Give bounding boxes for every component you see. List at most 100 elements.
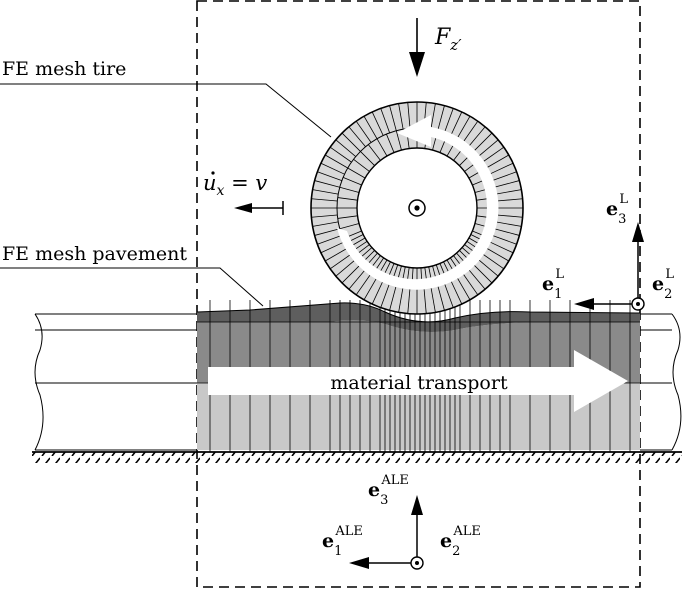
mesh-line <box>341 264 361 284</box>
mesh-line <box>456 277 471 300</box>
mesh-line <box>341 132 361 152</box>
mesh-line <box>489 162 514 175</box>
e3ALE-label: e3ALE <box>368 473 409 508</box>
mesh-line <box>482 253 505 270</box>
mesh-line <box>443 283 454 308</box>
mesh-line <box>355 273 372 296</box>
mesh-line <box>482 146 505 163</box>
mesh-line <box>495 221 522 227</box>
mesh-line <box>347 167 366 179</box>
mesh-line <box>311 198 338 202</box>
mesh-line <box>462 273 479 296</box>
mesh-line <box>371 111 384 136</box>
mesh-line <box>473 264 493 284</box>
material-transport-arrow: material transport <box>208 350 628 412</box>
mesh-line <box>443 108 454 133</box>
e3L-arrowhead <box>632 222 644 242</box>
mesh-line <box>380 108 391 133</box>
pavement-callout: FE mesh pavement <box>0 243 264 307</box>
tire-label: FE mesh tire <box>2 58 126 80</box>
mesh-line <box>386 133 395 153</box>
mesh-line <box>430 103 436 130</box>
mesh-line <box>348 126 366 147</box>
e1ALE-arrowhead <box>349 557 369 569</box>
mesh-line <box>376 138 388 157</box>
mesh-line <box>398 286 404 313</box>
ground <box>32 451 682 463</box>
mesh-line <box>495 189 522 195</box>
lagrangian-frame: e3L e1L e2L <box>542 192 674 311</box>
e1ALE-label: e1ALE <box>322 524 363 559</box>
pavement-label: FE mesh pavement <box>2 243 187 265</box>
mesh-line <box>398 103 404 130</box>
mesh-line <box>468 269 486 290</box>
mesh-line <box>325 247 348 262</box>
mesh-line <box>367 144 381 161</box>
mesh-line <box>320 241 345 254</box>
mesh-line <box>355 120 372 143</box>
vertical-load: Fz′ <box>409 18 462 77</box>
mesh-line <box>486 247 509 262</box>
pavement-top-contour <box>196 302 641 323</box>
mesh-line <box>337 215 358 219</box>
mesh-line <box>317 234 342 245</box>
mesh-line <box>407 287 411 314</box>
mesh-line <box>311 214 338 218</box>
mesh-line <box>339 186 360 193</box>
mesh-line <box>494 180 520 188</box>
velocity-dot <box>211 171 215 175</box>
e2ALE-label: e2ALE <box>440 524 481 559</box>
e2L-label: e2L <box>652 267 674 302</box>
load-label: Fz′ <box>434 25 462 54</box>
tire-callout: FE mesh tire <box>0 58 332 138</box>
mesh-line <box>325 154 348 169</box>
mesh-line <box>430 286 436 313</box>
mesh-line <box>314 180 340 188</box>
pavement-outline-right <box>640 313 672 451</box>
velocity-label: ux = v <box>203 171 267 199</box>
mesh-line <box>363 277 378 300</box>
mesh-line <box>317 171 342 182</box>
mesh-line <box>363 116 378 139</box>
mesh-line <box>478 139 499 157</box>
velocity-arrowhead <box>234 203 252 213</box>
mesh-line <box>335 139 356 157</box>
mesh-line <box>360 151 375 166</box>
mesh-line <box>380 283 391 308</box>
mesh-line <box>456 116 471 139</box>
mesh-line <box>489 241 514 254</box>
pavement-mesh-top-layer <box>197 302 640 332</box>
mesh-line <box>407 102 411 129</box>
mesh-line <box>320 162 345 175</box>
mesh-line <box>389 285 397 311</box>
mesh-line <box>395 130 402 151</box>
mesh-line <box>473 132 493 152</box>
mesh-line <box>494 228 520 236</box>
ground-hatch <box>32 452 682 463</box>
mesh-line <box>335 259 356 277</box>
mesh-line <box>389 105 397 131</box>
ale-frame: e3ALE e1ALE e2ALE <box>322 473 481 570</box>
e3ALE-arrowhead <box>411 495 423 515</box>
mesh-line <box>496 198 523 202</box>
load-arrowhead <box>409 52 425 77</box>
mesh-line <box>371 280 384 305</box>
mesh-line <box>339 223 360 230</box>
mesh-line <box>329 146 352 163</box>
e1L-label: e1L <box>542 267 564 302</box>
e1L-arrowhead <box>574 298 594 310</box>
material-transport-label: material transport <box>330 372 508 394</box>
mesh-line <box>337 197 358 201</box>
mesh-line <box>342 177 362 186</box>
mesh-line <box>450 111 463 136</box>
mesh-line <box>329 253 352 270</box>
mesh-line <box>496 214 523 218</box>
mesh-line <box>450 280 463 305</box>
hub-dot <box>414 205 420 211</box>
mesh-line <box>423 287 427 314</box>
mesh-line <box>462 120 479 143</box>
mesh-line <box>353 158 370 172</box>
pavement-left-break <box>34 313 44 451</box>
mesh-line <box>468 126 486 147</box>
